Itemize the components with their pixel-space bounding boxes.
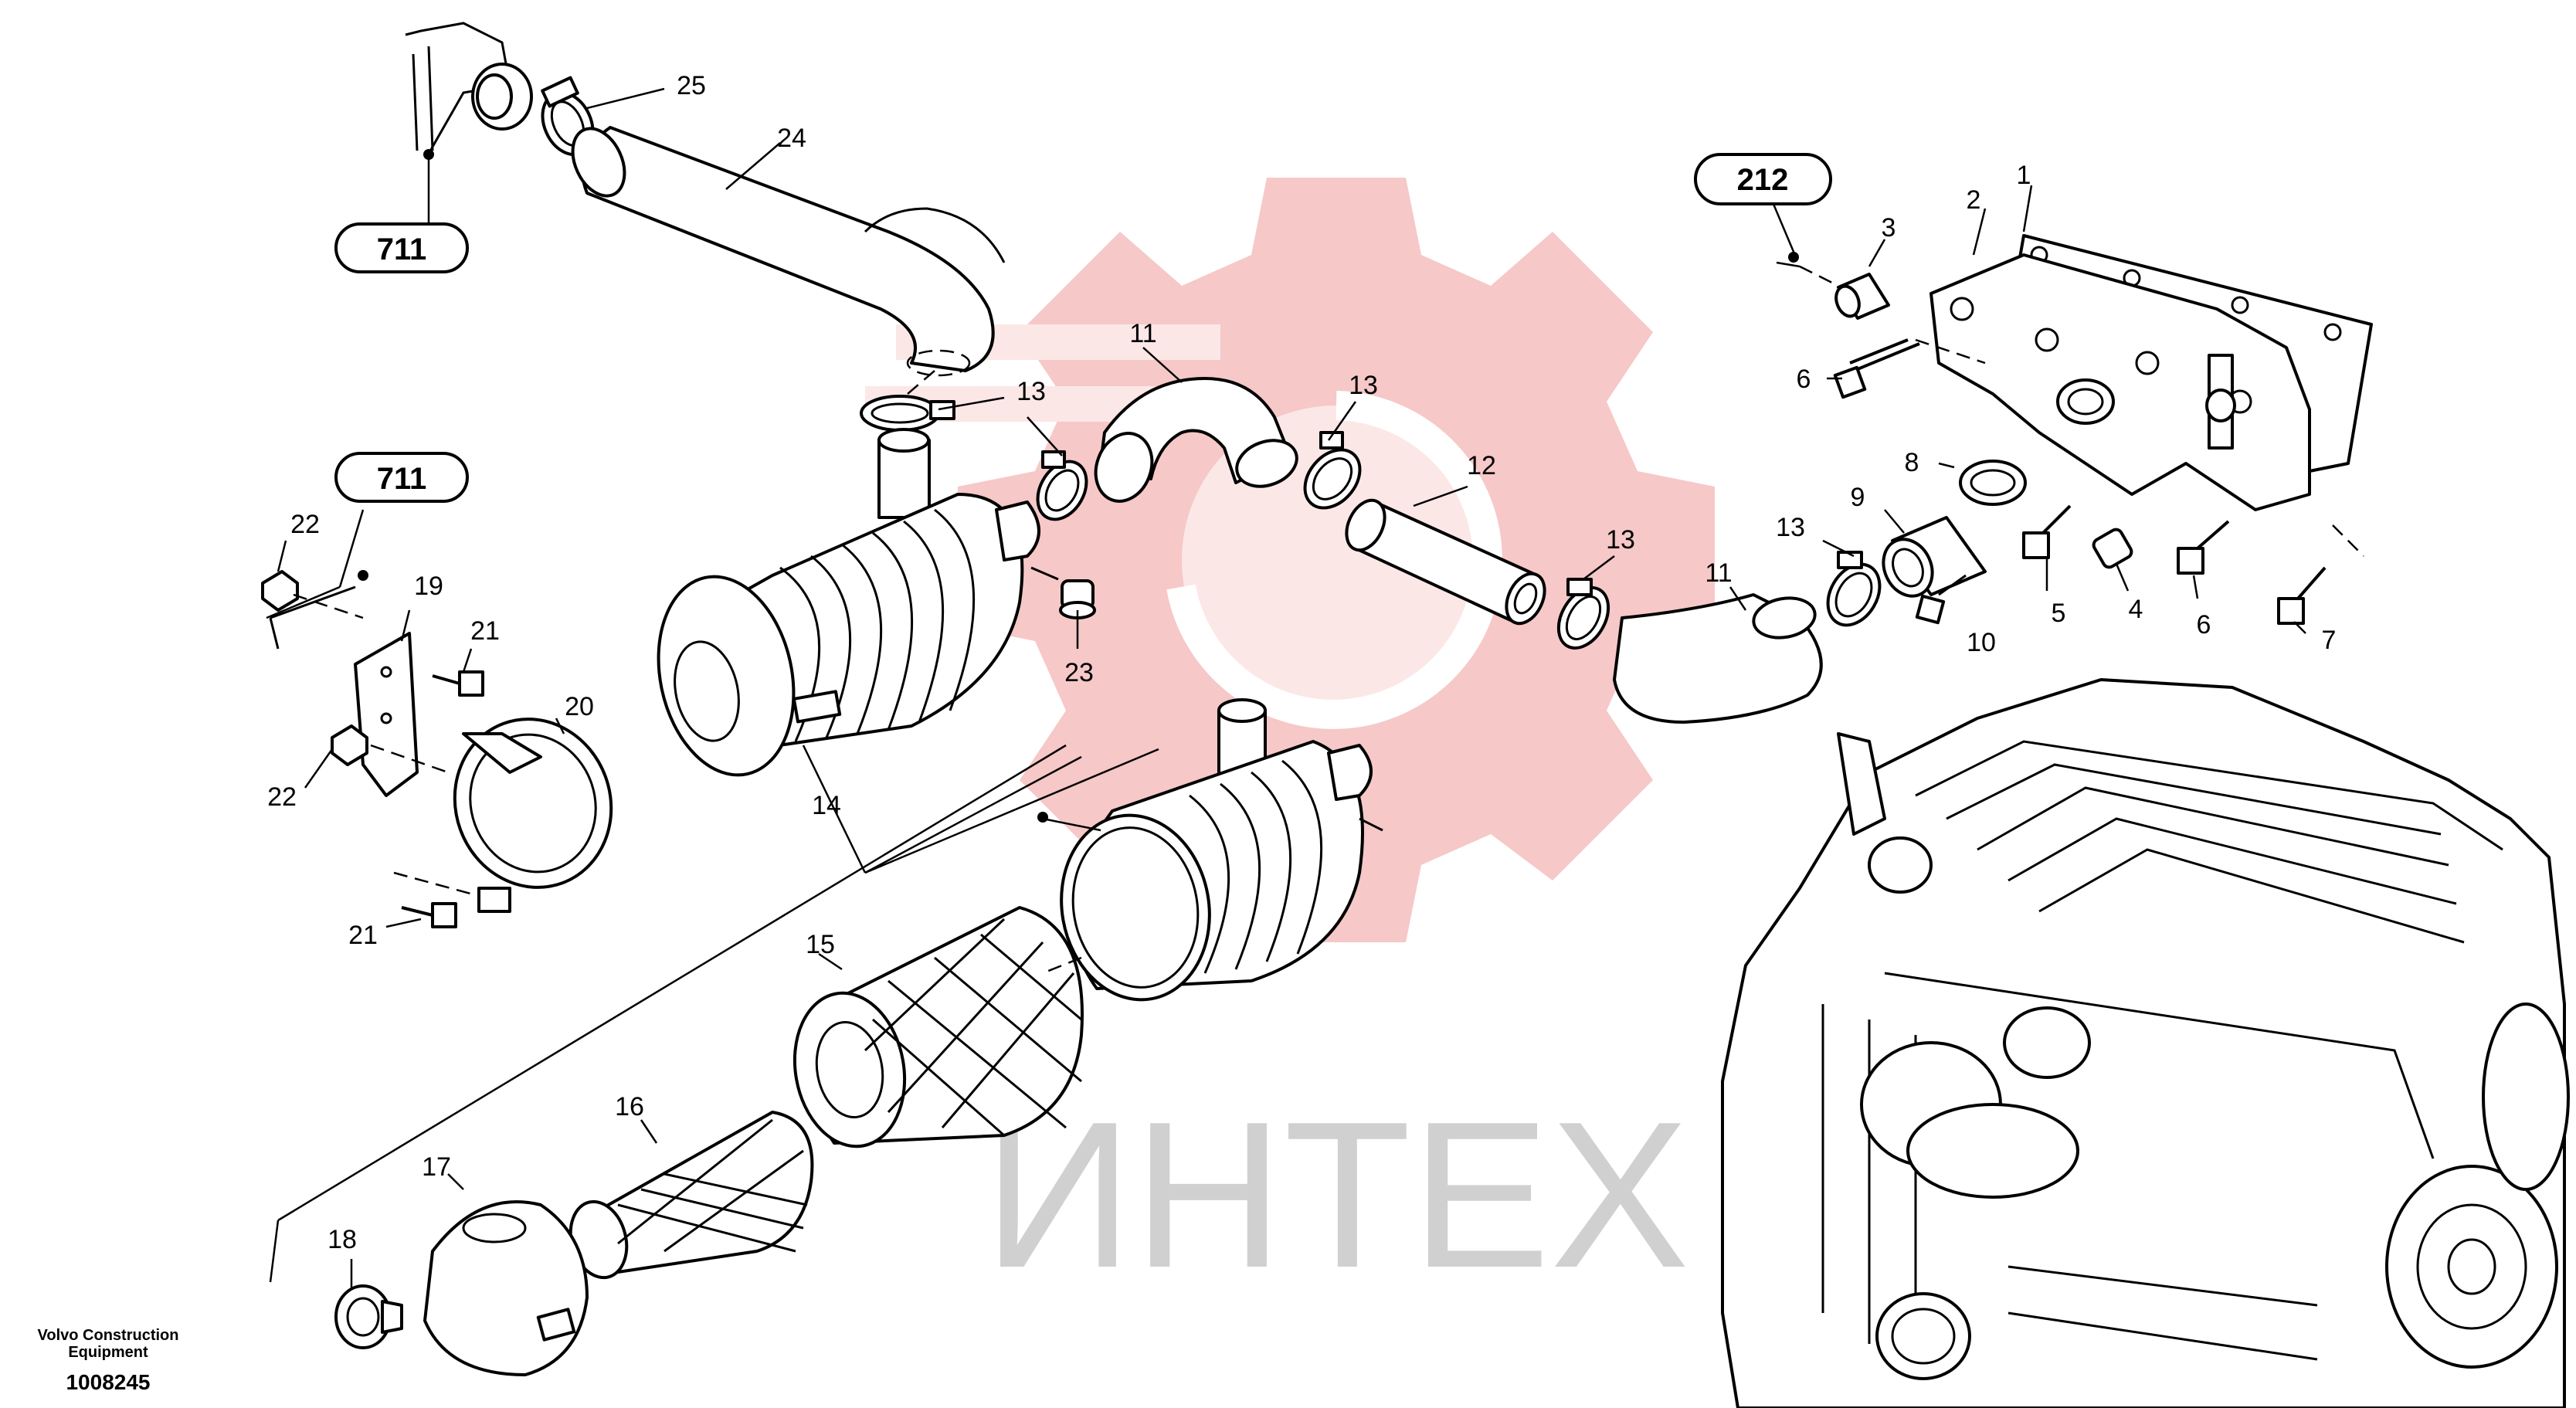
nut-22-upper	[261, 570, 299, 612]
hose-clamp-13-e	[1826, 551, 1882, 627]
screw-10	[1915, 574, 1967, 625]
callout-3: 3	[1882, 213, 1896, 243]
bolt-21-upper	[432, 670, 484, 697]
ref-box-212: 212	[1694, 153, 1832, 205]
engine-block	[1721, 678, 2570, 1408]
clamp-band-20	[453, 718, 613, 913]
callout-labels: 1 2 3 4 5 6 6 7 8 9 10 11 11 12 13 13 13…	[267, 71, 2336, 1254]
ref-box-711-top: 711	[334, 222, 469, 273]
frame-bracket-711-top	[405, 22, 533, 155]
bracket-19	[269, 585, 419, 797]
callout-16: 16	[615, 1092, 644, 1121]
pipe-12	[1345, 498, 1546, 626]
callout-22b: 22	[267, 782, 297, 812]
hose-clamp-13-c	[1303, 431, 1362, 510]
cover-17	[423, 1200, 589, 1376]
callout-21b: 21	[348, 921, 378, 950]
callout-7: 7	[2322, 626, 2337, 655]
vacuator-valve-18	[334, 1284, 403, 1349]
elbow-hose-11-upper	[1094, 377, 1298, 503]
callout-9: 9	[1851, 483, 1865, 512]
manufacturer-label: Volvo Construction Equipment	[37, 1327, 179, 1361]
callout-23: 23	[1064, 658, 1094, 687]
nut-22-lower	[331, 724, 368, 766]
intake-manifold-2	[1929, 253, 2311, 511]
screw-5	[2022, 504, 2072, 559]
callout-10: 10	[1967, 628, 1996, 657]
callout-15: 15	[806, 930, 835, 959]
svg-text:711: 711	[377, 462, 427, 496]
elbow-hose-11-lower	[1613, 593, 1823, 724]
hose-clamp-13-d	[1556, 578, 1610, 650]
screw-6-right	[2177, 520, 2230, 575]
callout-22a: 22	[290, 510, 320, 539]
callout-4: 4	[2129, 595, 2143, 624]
air-cleaner-14	[657, 428, 1059, 777]
callout-24: 24	[777, 124, 806, 153]
callout-13a: 13	[1016, 377, 1046, 406]
callout-21a: 21	[470, 616, 500, 646]
clamp-8	[1959, 460, 2027, 506]
ref-box-711-side: 711	[334, 452, 469, 503]
callout-13b: 13	[1349, 371, 1378, 400]
callout-25: 25	[677, 71, 706, 100]
callout-13c: 13	[1606, 525, 1635, 555]
sleeve-3	[1834, 273, 1890, 320]
callout-18: 18	[328, 1225, 357, 1254]
leader-lines	[266, 87, 2306, 1290]
safety-filter-16	[568, 1111, 814, 1280]
adapter-9	[1882, 516, 1987, 598]
svg-text:711: 711	[377, 232, 427, 266]
svg-text:212: 212	[1737, 163, 1789, 197]
callout-20: 20	[565, 692, 594, 721]
primary-filter-15	[792, 906, 1084, 1148]
callout-6a: 6	[1797, 365, 1811, 394]
air-cleaner-housing-exploded	[1060, 698, 1383, 1002]
callout-13d: 13	[1776, 513, 1805, 542]
hose-clamp-13-a	[860, 395, 955, 432]
screw-6-left	[1833, 338, 1920, 399]
hose-clamp-13-b	[1036, 450, 1088, 521]
bolt-21-lower	[401, 902, 457, 928]
callout-2: 2	[1967, 185, 1981, 215]
drawing-footer: Volvo Construction Equipment 1008245	[31, 1327, 185, 1395]
drawing-number: 1008245	[66, 1370, 151, 1394]
callout-6b: 6	[2197, 610, 2211, 640]
callout-5: 5	[2052, 599, 2066, 628]
washer-4	[2092, 528, 2133, 569]
callout-19: 19	[414, 572, 443, 601]
callout-17: 17	[422, 1152, 451, 1182]
callout-8: 8	[1905, 448, 1919, 477]
callout-14: 14	[812, 791, 841, 820]
callout-1: 1	[2017, 161, 2031, 190]
watermark-text: ИНТЕХ	[983, 1079, 1689, 1311]
callout-12: 12	[1467, 451, 1496, 480]
callout-11a: 11	[1129, 319, 1156, 348]
screw-7	[2277, 566, 2327, 625]
intake-hose-24	[571, 126, 1006, 377]
callout-11b: 11	[1705, 558, 1732, 588]
